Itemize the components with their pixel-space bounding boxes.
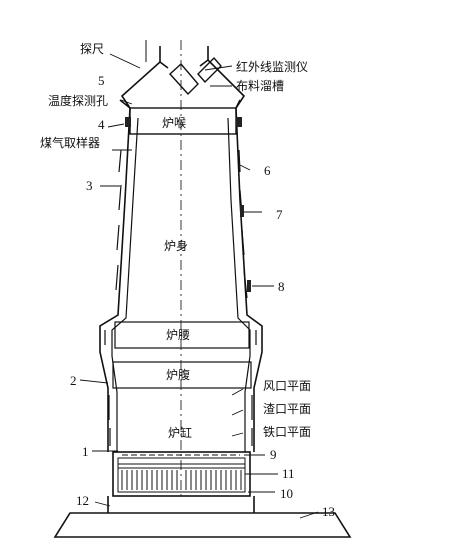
top-cone-right [199,58,246,109]
shell-right [235,99,263,452]
callout-5: 5 [98,73,105,88]
bosh-band [112,361,252,389]
label-probe-rod: 探尺 [80,42,105,56]
shell-left [99,99,131,452]
lining-left [111,117,139,452]
hearth-hatching [121,470,242,490]
callout-9: 9 [270,447,277,462]
callout-13: 13 [322,504,335,519]
hearth-courses [118,454,245,469]
callout-4: 4 [98,117,105,132]
callout-11: 11 [282,466,295,481]
hearth-block [112,451,251,497]
callout-6: 6 [264,163,271,178]
label-shaft: 炉身 [164,239,189,253]
callout-3: 3 [86,178,93,193]
belly-band [114,321,250,349]
hearth-inner [117,457,246,493]
distribution-chute [169,62,199,96]
callout-8: 8 [278,279,285,294]
infrared-monitor [197,56,222,84]
callout-10: 10 [280,486,293,501]
label-hearth: 炉缸 [168,426,193,440]
label-slag-notch-level: 渣口平面 [263,402,312,416]
leader-lines [79,53,319,519]
label-distribution-chute: 布料溜槽 [236,79,285,93]
callout-12: 12 [76,493,89,508]
label-bosh: 炉腹 [166,368,191,382]
label-gas-sampler: 煤气取样器 [40,136,101,150]
top-cone-left [120,60,169,109]
callout-7: 7 [276,207,283,222]
callout-2: 2 [70,373,77,388]
callout-1: 1 [82,444,89,459]
stave-blocks [125,117,251,292]
cooling-staves-left [104,149,122,446]
foundation [53,512,352,538]
label-throat: 炉喉 [162,116,187,130]
label-infrared-monitor: 红外线监测仪 [236,60,309,74]
label-tap-hole-level: 铁口平面 [263,425,312,439]
lining-right [227,117,251,452]
label-belly: 炉腰 [166,328,191,342]
label-temp-probe-hole: 温度探测孔 [48,94,109,108]
label-tuyere-level: 风口平面 [263,379,312,393]
